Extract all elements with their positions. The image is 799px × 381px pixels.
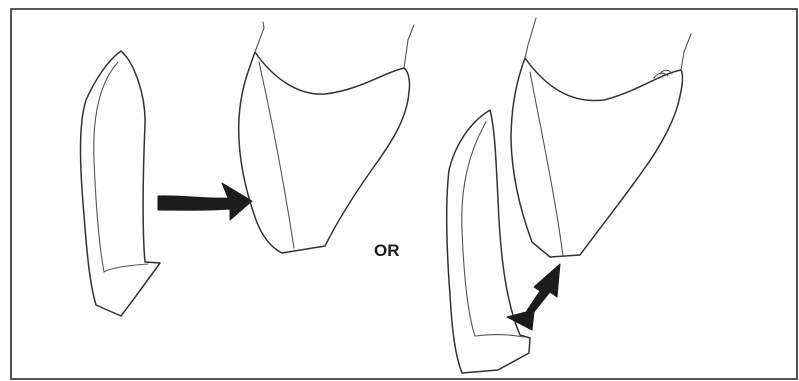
middle-tooth-top-left-stem <box>255 22 264 52</box>
middle-tooth-top-right-stem <box>404 25 414 68</box>
right-lingual-inner-line <box>462 122 524 337</box>
middle-tooth-outline <box>239 52 410 253</box>
right-lingual-component <box>447 110 530 373</box>
middle-tooth-component <box>239 22 414 253</box>
left-lingual-component <box>81 51 161 316</box>
right-tooth-top-right-stem <box>681 34 691 70</box>
right-tooth-outline <box>511 58 682 257</box>
left-lingual-outline <box>81 51 161 316</box>
left-lingual-inner-line <box>94 62 148 272</box>
middle-tooth-division-line <box>259 62 294 248</box>
right-arrow <box>158 183 252 220</box>
right-tooth-top-left-stem <box>525 18 536 58</box>
right-tooth-component <box>511 18 691 257</box>
or-label: OR <box>374 241 400 260</box>
right-lingual-outline <box>447 110 530 373</box>
diagonal-arrow <box>507 264 560 330</box>
right-tooth-division-line <box>530 72 563 256</box>
